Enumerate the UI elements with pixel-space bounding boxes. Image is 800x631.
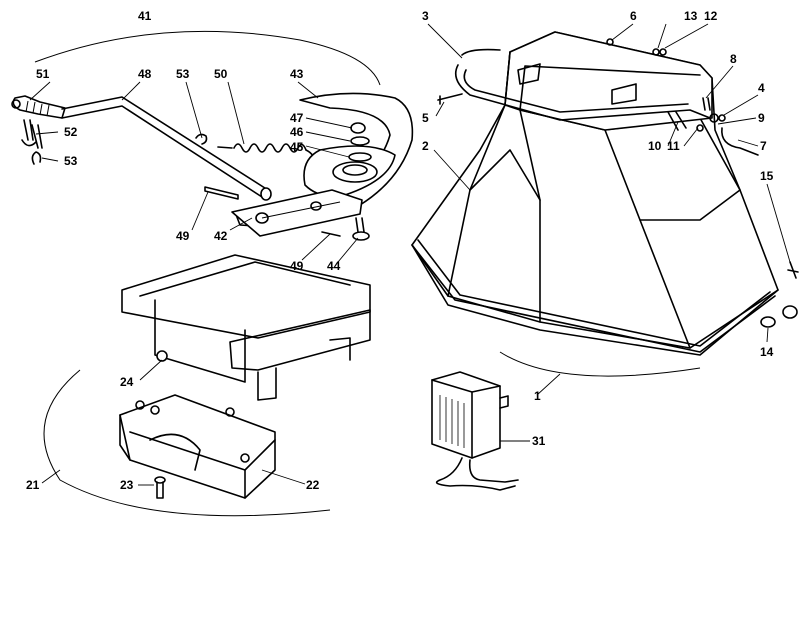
pin-49b <box>321 231 341 237</box>
callout-50: 50 <box>214 67 228 81</box>
pin-49 <box>204 186 239 200</box>
nut-24 <box>156 350 168 362</box>
washer-45 <box>348 152 372 162</box>
callout-23: 23 <box>120 478 134 492</box>
callout-44: 44 <box>327 259 341 273</box>
washer-6 <box>606 38 614 46</box>
tractor-frame <box>121 254 371 401</box>
battery-tray-22 <box>119 394 276 499</box>
group-arc-41 <box>34 30 381 86</box>
handle-7 <box>721 127 759 156</box>
clip-53b <box>195 133 208 145</box>
clip-53a <box>31 151 42 165</box>
callout-53a: 53 <box>176 67 190 81</box>
callout-47: 47 <box>290 111 304 125</box>
deflector-plate-43 <box>231 92 414 237</box>
frame-rod-3 <box>454 48 711 121</box>
lever-rod <box>61 96 269 198</box>
callout-49a: 49 <box>176 229 190 243</box>
washer-12 <box>659 48 667 56</box>
callout-1: 1 <box>534 389 541 403</box>
callout-41: 41 <box>138 9 152 23</box>
callout-13: 13 <box>684 9 698 23</box>
callout-42: 42 <box>214 229 228 243</box>
callout-8: 8 <box>730 52 737 66</box>
callout-21: 21 <box>26 478 40 492</box>
callout-15: 15 <box>760 169 774 183</box>
callout-12: 12 <box>704 9 718 23</box>
callout-53b: 53 <box>64 154 78 168</box>
nut-47 <box>350 122 366 134</box>
callout-46: 46 <box>290 125 304 139</box>
callout-45: 45 <box>290 140 304 154</box>
callout-24: 24 <box>120 375 134 389</box>
callout-51: 51 <box>36 67 50 81</box>
battery-charger-31 <box>431 371 519 491</box>
bolt-44 <box>352 217 370 241</box>
lever-rod-end <box>260 187 272 201</box>
callout-43: 43 <box>290 67 304 81</box>
fasteners-8-9-10-11 <box>667 97 726 132</box>
callout-48: 48 <box>138 67 152 81</box>
callout-22: 22 <box>306 478 320 492</box>
callout-2: 2 <box>422 139 429 153</box>
callout-6: 6 <box>630 9 637 23</box>
group-arc-21 <box>43 369 331 517</box>
callout-10: 10 <box>648 139 662 153</box>
washer-13 <box>652 48 660 56</box>
callout-14: 14 <box>760 345 774 359</box>
leader-lines <box>29 23 791 486</box>
callout-4: 4 <box>758 81 765 95</box>
pin-14-15 <box>760 261 799 328</box>
callout-3: 3 <box>422 9 429 23</box>
callout-5: 5 <box>422 111 429 125</box>
callout-labels: 41 51 48 53 50 43 47 46 45 52 53 49 42 4… <box>26 9 774 492</box>
bottom-rod <box>411 239 776 353</box>
lever-handle <box>11 95 66 119</box>
bolt-23 <box>154 476 166 499</box>
callout-11: 11 <box>667 139 680 153</box>
callout-7: 7 <box>760 139 767 153</box>
bolt-5 <box>437 93 463 105</box>
callout-49b: 49 <box>290 259 304 273</box>
cotter-pin-52 <box>21 119 43 149</box>
callout-9: 9 <box>758 111 765 125</box>
callout-31: 31 <box>532 434 546 448</box>
callout-52: 52 <box>64 125 78 139</box>
group-arc-1 <box>499 351 701 377</box>
washer-46 <box>350 136 370 146</box>
